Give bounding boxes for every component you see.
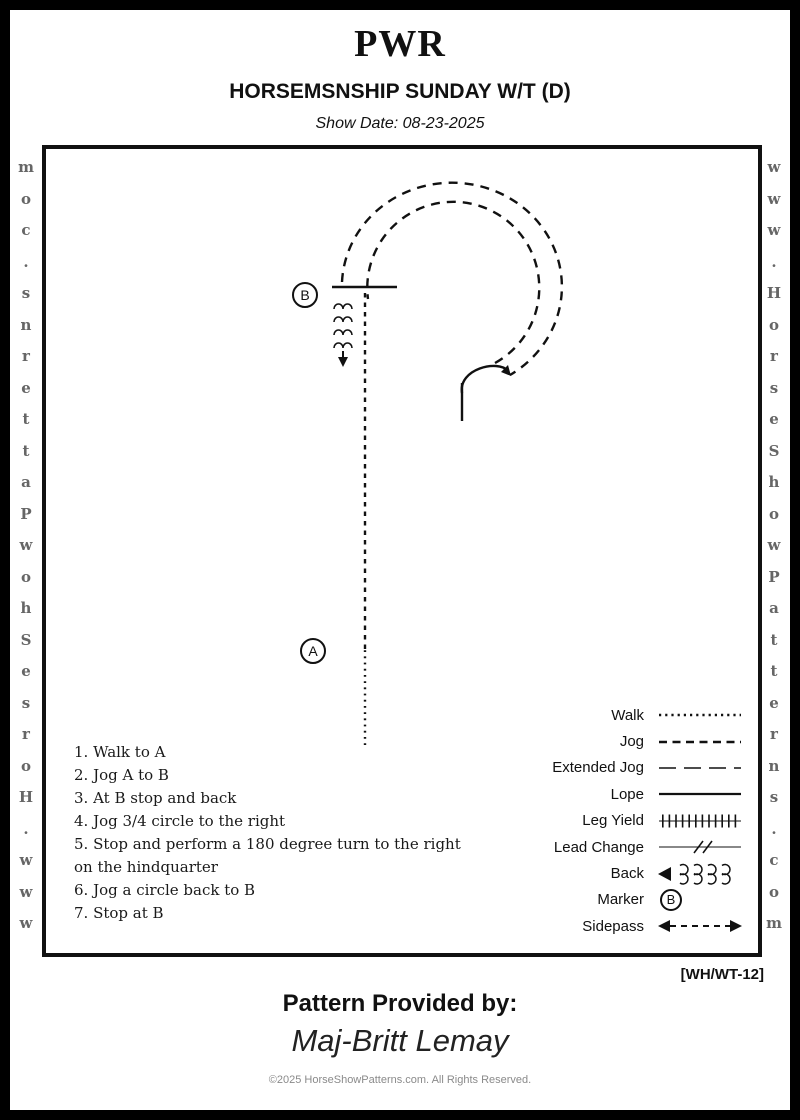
legend-row-leg-yield: Leg Yield bbox=[552, 808, 744, 834]
legend-row-lope: Lope bbox=[552, 781, 744, 807]
legend-row-extended-jog: Extended Jog bbox=[552, 755, 744, 781]
lead-change-line-sample bbox=[656, 839, 744, 855]
jog-line-sample bbox=[656, 737, 744, 747]
svg-text:A: A bbox=[308, 643, 318, 659]
svg-text:B: B bbox=[300, 287, 309, 303]
page-subtitle: HORSEMSNSHIP SUNDAY W/T (D) bbox=[229, 80, 571, 103]
lope-line-sample bbox=[656, 789, 744, 799]
pattern-code: [WH/WT-12] bbox=[680, 966, 764, 983]
pattern-diagram: B A bbox=[292, 181, 564, 745]
legend-row-jog: Jog bbox=[552, 728, 744, 754]
legend-extended-jog-label: Extended Jog bbox=[552, 759, 644, 777]
legend-lope-label: Lope bbox=[610, 785, 644, 803]
inner-circle-path bbox=[366, 200, 541, 365]
legend-lead-change-label: Lead Change bbox=[553, 838, 644, 856]
legend-row-marker: Marker B bbox=[552, 887, 744, 913]
legend-row-sidepass: Sidepass bbox=[552, 913, 744, 939]
back-symbol-sample bbox=[656, 862, 744, 886]
legend-leg-yield-label: Leg Yield bbox=[582, 812, 644, 830]
legend-jog-label: Jog bbox=[619, 733, 644, 751]
marker-symbol-sample: B bbox=[656, 888, 744, 911]
back-marks bbox=[333, 303, 353, 349]
instruction-item: 5. Stop and perform a 180 degree turn to… bbox=[74, 835, 461, 876]
instruction-item: 3. At B stop and back bbox=[74, 789, 237, 807]
legend-row-back: Back bbox=[552, 860, 744, 886]
copyright-notice: ©2025 HorseShowPatterns.com. All Rights … bbox=[268, 1074, 532, 1086]
leg-yield-line-sample bbox=[656, 813, 744, 829]
legend-walk-label: Walk bbox=[611, 706, 644, 724]
watermark-right: w w w . H o r s e S h o w P a t t e r n … bbox=[766, 158, 782, 932]
legend-back-label: Back bbox=[610, 865, 644, 883]
extended-jog-line-sample bbox=[656, 763, 744, 773]
watermark-left: m o c . s n r e t t a P w o h S e s r o … bbox=[18, 158, 34, 932]
legend-marker-circle: B bbox=[660, 888, 682, 911]
sidepass-symbol-sample bbox=[656, 919, 744, 933]
legend-row-lead-change: Lead Change bbox=[552, 834, 744, 860]
provided-by-name: Maj-Britt Lemay bbox=[291, 1023, 509, 1058]
back-arrow bbox=[338, 351, 348, 367]
instruction-item: 1. Walk to A bbox=[74, 743, 166, 761]
instruction-item: 2. Jog A to B bbox=[74, 766, 169, 784]
walk-line-sample bbox=[656, 710, 744, 720]
instructions-list: 1. Walk to A 2. Jog A to B 3. At B stop … bbox=[74, 741, 466, 925]
instruction-item: 4. Jog 3/4 circle to the right bbox=[74, 812, 286, 830]
legend-marker-label: Marker bbox=[597, 891, 644, 909]
gait-legend: Walk Jog Extended Jog Lope bbox=[552, 702, 744, 940]
provided-by-label: Pattern Provided by: bbox=[282, 990, 518, 1017]
marker-b: B bbox=[292, 282, 318, 308]
page-title: PWR bbox=[354, 23, 446, 65]
instruction-item: 6. Jog a circle back to B bbox=[74, 881, 256, 899]
turn-arrow bbox=[460, 364, 511, 394]
pattern-box: B A 1. Walk to A 2. Jog A to B 3. At B s… bbox=[42, 145, 762, 957]
show-date: Show Date: 08-23-2025 bbox=[315, 115, 485, 132]
outer-circle-path bbox=[340, 181, 564, 377]
marker-a: A bbox=[300, 638, 326, 664]
legend-sidepass-label: Sidepass bbox=[582, 917, 644, 935]
legend-row-walk: Walk bbox=[552, 702, 744, 728]
instruction-item: 7. Stop at B bbox=[74, 904, 164, 922]
